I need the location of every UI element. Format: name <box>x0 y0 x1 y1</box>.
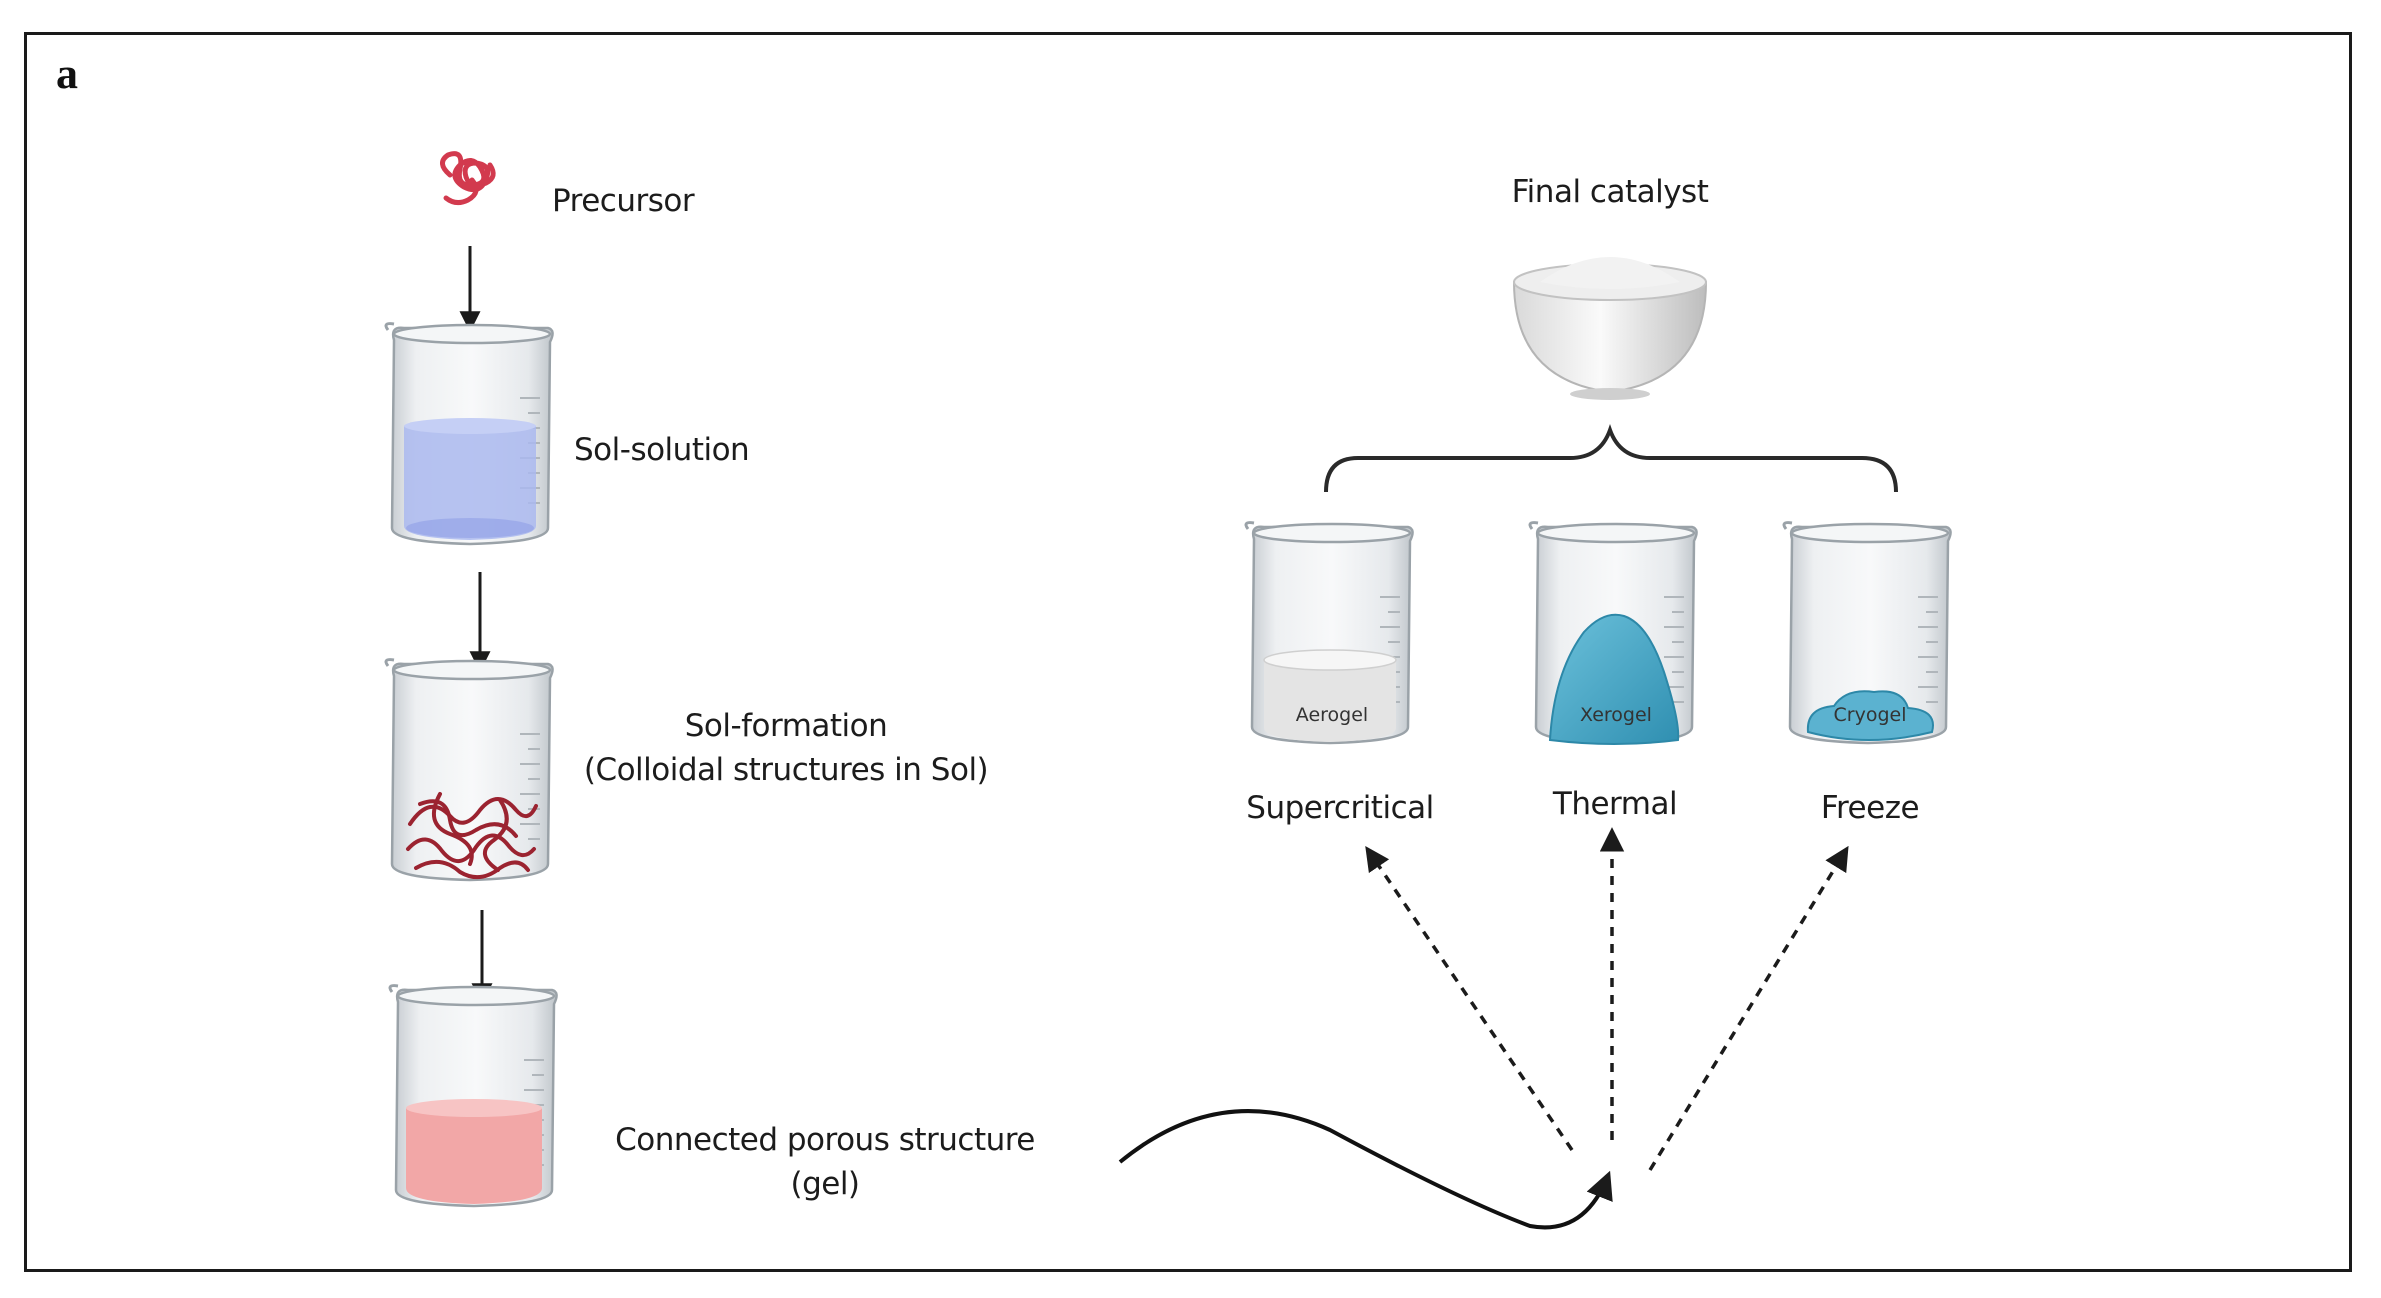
grouping-brace <box>1324 424 1898 493</box>
label-thermal: Thermal <box>1552 786 1678 822</box>
colloid-icon <box>406 792 538 880</box>
label-cryogel: Cryogel <box>1833 704 1907 726</box>
precursor-icon <box>440 151 496 206</box>
label-sol-formation-line2: (Colloidal structures in Sol) <box>583 752 989 788</box>
arrow-supercritical <box>1365 845 1574 1151</box>
beaker-aerogel <box>1244 521 1415 745</box>
panel-label: a <box>56 49 78 98</box>
label-aerogel: Aerogel <box>1295 704 1369 726</box>
label-xerogel: Xerogel <box>1580 704 1652 726</box>
label-supercritical: Supercritical <box>1246 790 1434 826</box>
catalyst-bowl-icon <box>1512 257 1708 400</box>
beaker-sol-formation <box>384 658 555 882</box>
label-sol-formation-line1: Sol-formation <box>684 708 888 744</box>
figure-frame <box>24 32 2352 1272</box>
label-freeze: Freeze <box>1820 790 1920 826</box>
beaker-cryogel <box>1782 521 1953 745</box>
label-final-catalyst: Final catalyst <box>1511 174 1709 210</box>
label-gel-line2: (gel) <box>790 1166 860 1202</box>
beaker-gel <box>388 984 559 1208</box>
label-gel-line1: Connected porous structure <box>615 1122 1035 1158</box>
arrow-freeze <box>1648 845 1849 1171</box>
beaker-sol-solution <box>384 322 555 546</box>
beaker-xerogel <box>1528 521 1699 745</box>
process-curve <box>1118 1109 1613 1230</box>
label-sol-solution: Sol-solution <box>574 432 750 468</box>
label-precursor: Precursor <box>552 183 695 219</box>
